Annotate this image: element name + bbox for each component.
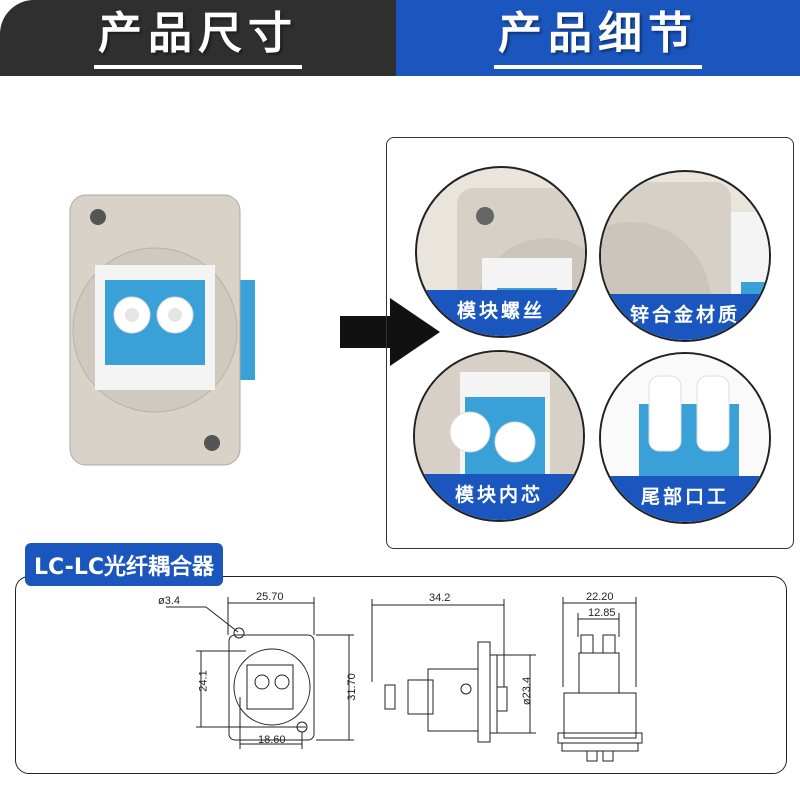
dim-diameter: ø23.4 <box>521 676 534 706</box>
technical-drawing-panel: ø3.4 25.70 31.70 24.1 18.60 34.2 ø23.4 2… <box>15 576 787 774</box>
details-panel: 模块螺丝 锌合金材质 模块内芯 尾部口工 <box>386 137 794 549</box>
details-title: 产品细节 <box>494 7 702 69</box>
detail-core: 模块内芯 <box>413 350 585 522</box>
dim-hole-spacing-v: 24.1 <box>197 670 210 692</box>
technical-drawing <box>166 597 643 762</box>
dimensions-title: 产品尺寸 <box>94 7 302 69</box>
dim-length: 34.2 <box>429 592 451 604</box>
product-photo <box>69 194 255 466</box>
detail-label: 尾部口工 <box>601 476 769 522</box>
detail-rear-port: 尾部口工 <box>599 352 771 524</box>
dim-hole-spacing-h: 18.60 <box>258 734 286 746</box>
detail-label: 模块内芯 <box>415 474 583 520</box>
dim-port-pitch: 12.85 <box>588 607 616 619</box>
dim-hole: ø3.4 <box>158 595 181 607</box>
detail-zinc-alloy: 锌合金材质 <box>599 170 771 342</box>
detail-label: 模块螺丝 <box>417 290 585 336</box>
arrow-right-icon <box>340 298 440 366</box>
section-header-details: 产品细节 <box>396 0 800 76</box>
dim-rear-width: 22.20 <box>586 591 614 603</box>
section-header-dimensions: 产品尺寸 <box>0 0 396 76</box>
drawing-title: LC-LC光纤耦合器 <box>25 543 223 586</box>
detail-screw: 模块螺丝 <box>415 166 587 338</box>
detail-label: 锌合金材质 <box>601 294 769 340</box>
dim-width: 25.70 <box>256 591 284 603</box>
dim-height: 31.70 <box>345 673 358 701</box>
